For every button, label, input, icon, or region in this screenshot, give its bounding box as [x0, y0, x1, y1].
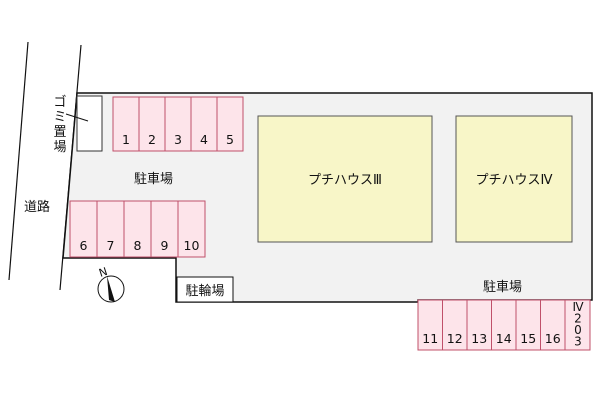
parking-slot-number: 3 [174, 132, 182, 147]
parking-row-1: 1 2 3 4 5 [112, 96, 244, 152]
parking-slot [417, 299, 443, 351]
building-4-label: プチハウスⅣ [476, 173, 553, 188]
parking-slot-number: 5 [226, 132, 234, 147]
parking-slot-number: 1 [122, 132, 130, 147]
parking-slot [112, 96, 140, 152]
parking-slot-number: 8 [134, 238, 142, 253]
compass-north-label: N [97, 265, 109, 280]
garbage-label-char: 置 [53, 125, 66, 140]
parking-slot-special-char: 2 [574, 312, 582, 326]
parking-slot-number: 11 [422, 331, 438, 346]
garbage-label-char: 場 [53, 140, 66, 155]
parking-slot-special-char: Ⅳ [572, 300, 583, 314]
building-4 [455, 115, 573, 243]
parking-label-lower: 駐車場 [483, 280, 522, 295]
parking-slot [491, 299, 517, 351]
parking-slot-number: 2 [148, 132, 156, 147]
parking-slot-special-char: 0 [574, 323, 582, 337]
parking-slot [216, 96, 244, 152]
parking-slot [177, 200, 206, 258]
road-edge-left [8, 41, 29, 281]
parking-slot-number: 6 [80, 238, 88, 253]
parking-slot-number: 14 [496, 331, 512, 346]
parking-slot-number: 9 [161, 238, 169, 253]
parking-slot-number: 15 [520, 331, 536, 346]
parking-slot [540, 299, 566, 351]
parking-slot [96, 200, 125, 258]
parking-slot-number: 4 [200, 132, 208, 147]
parking-slot-number: 12 [447, 331, 463, 346]
parking-slot [164, 96, 192, 152]
parking-slot-number: 7 [107, 238, 115, 253]
garbage-pointer [65, 113, 89, 122]
parking-label-upper: 駐車場 [134, 172, 173, 187]
parking-slot-number: 13 [471, 331, 487, 346]
parking-slot [442, 299, 468, 351]
parking-row-2: 6 7 8 9 10 [69, 200, 206, 258]
garbage-label-char: ゴ [53, 94, 66, 110]
compass-icon: N [97, 265, 125, 303]
bicycle-parking-label: 駐輪場 [185, 283, 224, 299]
garbage-label-char: ミ [53, 110, 66, 125]
parking-slot-number: 10 [184, 238, 200, 253]
parking-slot-special [564, 299, 591, 351]
road-label: 道路 [24, 199, 50, 215]
parking-slot [69, 200, 98, 258]
parking-slot-special-char: 3 [574, 335, 582, 349]
building-3 [257, 115, 433, 243]
garbage-area [76, 95, 103, 152]
parking-slot [123, 200, 152, 258]
bicycle-parking [176, 276, 234, 303]
parking-slot [190, 96, 218, 152]
building-3-label: プチハウスⅢ [308, 173, 382, 188]
parking-slot-number: 16 [545, 331, 561, 346]
